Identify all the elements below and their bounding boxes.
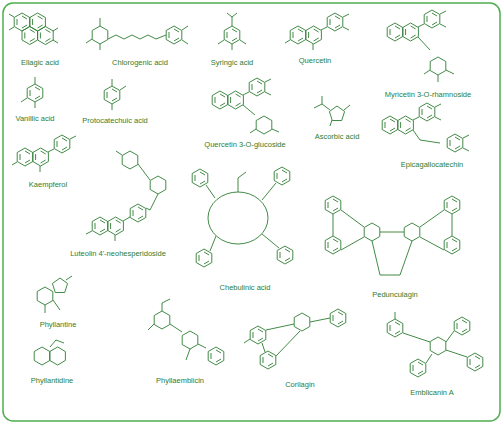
compound-name: Phyllantine — [39, 320, 78, 329]
molecule-drawings — [9, 10, 483, 377]
compound-name: Luteolin 4'-neohesperidoside — [69, 249, 167, 258]
compound-name: Vanillic acid — [14, 114, 55, 123]
compound-name: Ellagic acid — [20, 58, 60, 67]
compound-name: Pedunculagin — [371, 290, 418, 299]
compound-name: Emblicanin A — [409, 388, 454, 397]
compound-name: Protocatechuic acid — [81, 116, 148, 125]
compound-name: Phyllaemblicin — [155, 376, 205, 385]
compound-name: Corilagin — [284, 380, 316, 389]
compound-name: Myricetin 3-O-rhamnoside — [384, 90, 472, 99]
compound-name: Phyllantidine — [30, 376, 75, 385]
compound-name: Chlorogenic acid — [111, 58, 169, 67]
compound-name: Quercetin — [298, 56, 333, 65]
compound-name: Quercetin 3-O-glucoside — [203, 140, 286, 149]
compound-name: Ascorbic acid — [314, 132, 361, 141]
compound-name: Chebulinic acid — [219, 283, 272, 292]
compound-name: Epicagallocatechin — [400, 160, 465, 169]
compound-name: Kaempferol — [28, 180, 68, 189]
frame-border — [3, 3, 500, 421]
compound-name: Syringic acid — [210, 58, 255, 67]
